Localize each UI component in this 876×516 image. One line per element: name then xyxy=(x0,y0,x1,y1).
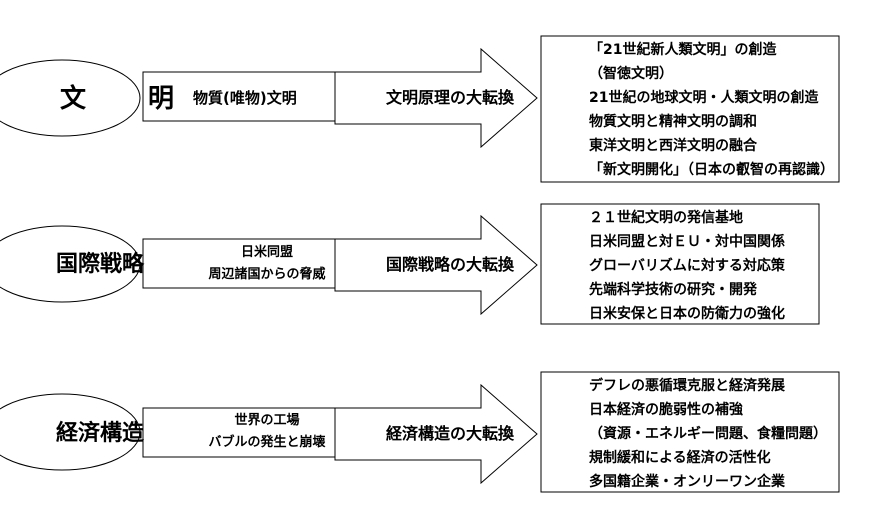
transform-label: 文明原理の大転換 xyxy=(386,88,515,107)
result-list: 「21世紀新人類文明」の創造 （智徳文明） 21世紀の地球文明・人類文明の創造 … xyxy=(589,38,834,182)
row-bunmei xyxy=(0,35,840,183)
result-item: 東洋文明と西洋文明の融合 xyxy=(589,138,757,154)
result-item: 「新文明開化」（日本の叡智の再認識） xyxy=(589,162,834,178)
result-item: 日米同盟と対ＥＵ・対中国関係 xyxy=(589,234,785,250)
result-list: ２１世紀文明の発信基地 日米同盟と対ＥＵ・対中国関係 グローバリズムに対する対応… xyxy=(589,206,785,326)
result-item: 規制緩和による経済の活性化 xyxy=(589,450,771,466)
transform-arrow xyxy=(334,214,538,316)
category-ellipse xyxy=(0,59,141,137)
source-box xyxy=(142,71,341,122)
result-panel xyxy=(540,203,820,325)
source-line: バブルの発生と崩壊 xyxy=(208,435,326,450)
category-label: 国際戦略 xyxy=(56,252,145,277)
source-box xyxy=(142,407,341,458)
category-ellipse xyxy=(0,393,141,471)
result-item: 多国籍企業・オンリーワン企業 xyxy=(589,474,785,490)
category-label: 経済構造 xyxy=(56,421,145,446)
result-item: グローバリズムに対する対応策 xyxy=(589,258,785,274)
result-panel xyxy=(540,371,840,493)
result-item: 先端科学技術の研究・開発 xyxy=(589,282,757,298)
result-item: （智徳文明） xyxy=(589,66,673,82)
source-label: 物質(唯物)文明 xyxy=(193,89,297,107)
result-item: 日本経済の脆弱性の補強 xyxy=(589,402,743,418)
source-label: 日米同盟 周辺諸国からの脅威 xyxy=(196,242,338,286)
result-item: 日米安保と日本の防衛力の強化 xyxy=(589,306,785,322)
row-keizai xyxy=(0,371,840,493)
result-item: 21世紀の地球文明・人類文明の創造 xyxy=(589,90,819,106)
result-item: ２１世紀文明の発信基地 xyxy=(589,210,743,226)
source-line: 世界の工場 xyxy=(234,413,300,428)
result-item: 「21世紀新人類文明」の創造 xyxy=(589,42,777,58)
source-line: 周辺諸国からの脅威 xyxy=(208,267,326,282)
category-label: 文 明 xyxy=(60,84,193,114)
result-list: デフレの悪循環克服と経済発展 日本経済の脆弱性の補強 （資源・エネルギー問題、食… xyxy=(589,374,827,494)
transform-arrow xyxy=(334,47,538,149)
result-panel xyxy=(540,35,840,183)
transform-label: 経済構造の大転換 xyxy=(386,424,515,443)
result-item: （資源・エネルギー問題、食糧問題） xyxy=(589,426,827,442)
category-ellipse xyxy=(0,225,141,303)
transform-label: 国際戦略の大転換 xyxy=(386,255,515,274)
transform-arrow xyxy=(334,383,538,485)
result-item: デフレの悪循環克服と経済発展 xyxy=(589,378,785,394)
source-label: 世界の工場 バブルの発生と崩壊 xyxy=(196,410,338,454)
result-item: 物質文明と精神文明の調和 xyxy=(589,114,757,130)
row-kokusai xyxy=(0,203,820,325)
source-line: 日米同盟 xyxy=(240,245,293,260)
